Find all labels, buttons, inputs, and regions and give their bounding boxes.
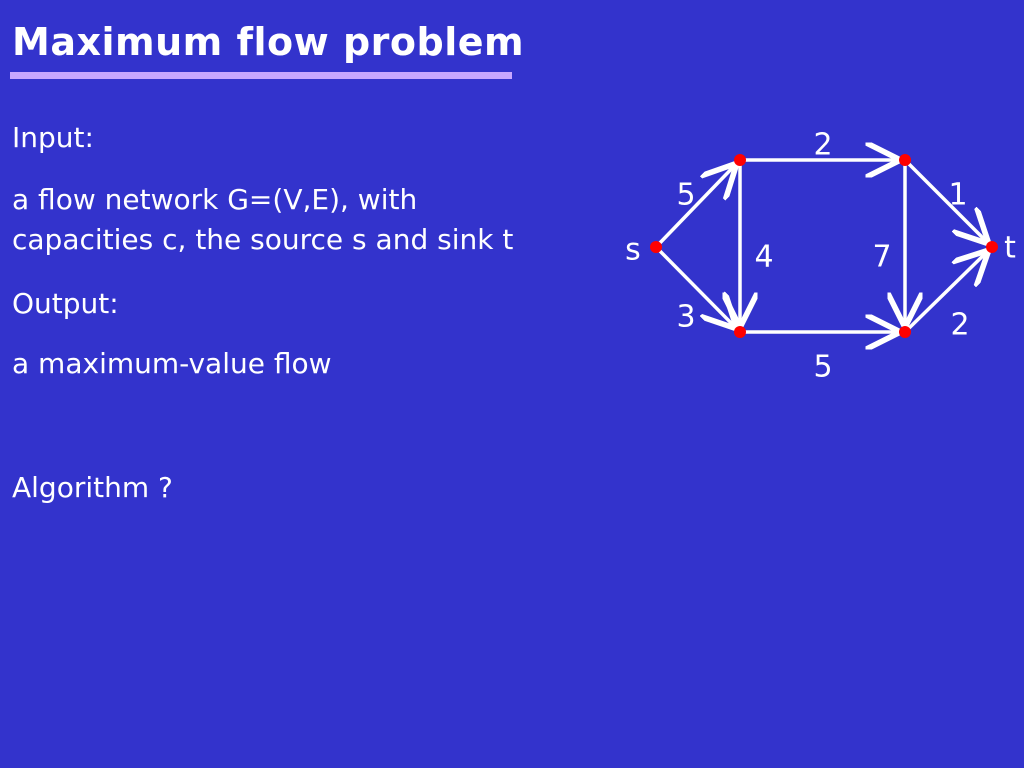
output-text: a maximum-value flow	[12, 347, 332, 380]
flow-network-diagram: 5 3 2 4 7 5 1 2 s t	[625, 128, 1016, 385]
input-line-2: capacities c, the source s and sink t	[12, 223, 514, 256]
capacity-label-s-a: 5	[676, 178, 695, 213]
capacity-label-c-t: 1	[948, 178, 967, 213]
edge-s-b	[657, 248, 735, 326]
node-a	[734, 154, 746, 166]
input-line-1: a flow network G=(V,E), with	[12, 183, 418, 216]
input-heading: Input:	[12, 121, 94, 154]
node-b	[734, 326, 746, 338]
sink-label: t	[1004, 231, 1016, 266]
capacity-label-d-t: 2	[950, 308, 969, 343]
slide-title: Maximum flow problem	[12, 20, 525, 64]
node-t	[986, 241, 998, 253]
capacity-label-b-d: 5	[813, 350, 832, 385]
edge-d-t	[906, 253, 986, 331]
nodes-layer	[650, 154, 998, 338]
edges-layer	[657, 160, 987, 332]
node-c	[899, 154, 911, 166]
capacity-label-a-c: 2	[813, 128, 832, 163]
capacity-label-a-b: 4	[754, 240, 773, 275]
node-d	[899, 326, 911, 338]
output-heading: Output:	[12, 287, 119, 320]
edge-s-a	[657, 166, 735, 246]
algorithm-text: Algorithm ?	[12, 471, 173, 504]
node-s	[650, 241, 662, 253]
edge-c-t	[906, 161, 987, 242]
source-label: s	[625, 233, 641, 268]
title-underline	[10, 72, 512, 79]
labels-layer: 5 3 2 4 7 5 1 2 s t	[625, 128, 1016, 385]
capacity-label-s-b: 3	[676, 300, 695, 335]
capacity-label-c-d: 7	[872, 240, 891, 275]
